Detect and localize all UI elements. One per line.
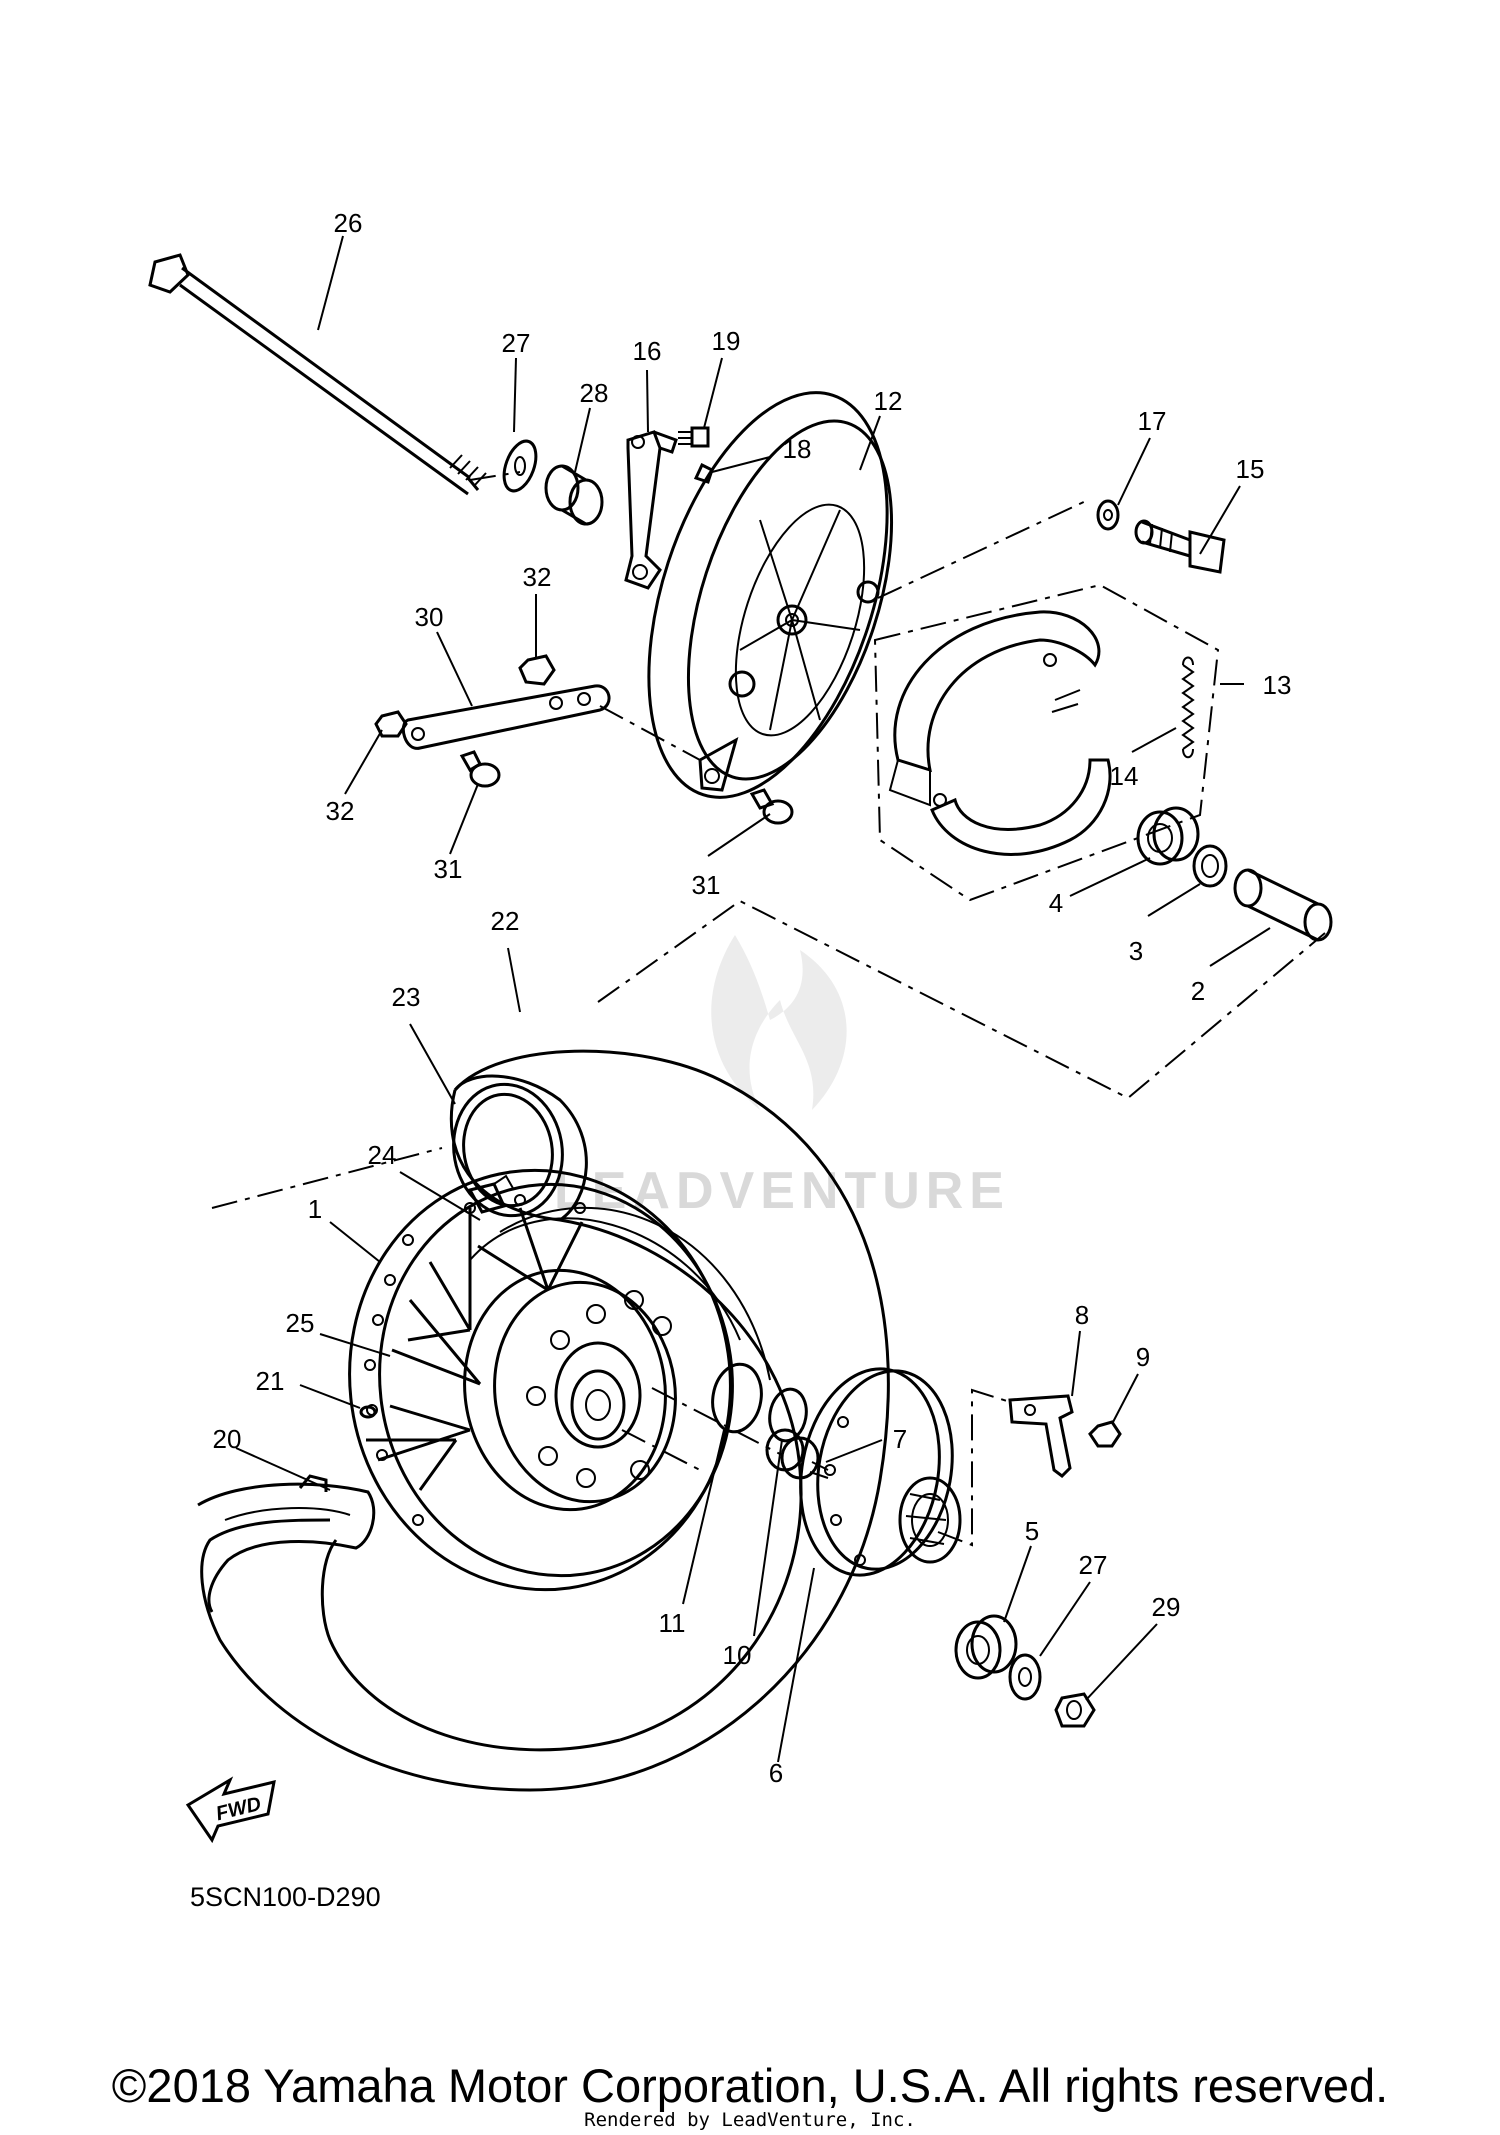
spring-14 [1181, 656, 1195, 759]
cam-lever-16 [624, 430, 678, 590]
guide-line-hub-collar [597, 899, 1326, 1100]
callout-20: 20 [213, 1424, 242, 1454]
callout-14: 14 [1110, 761, 1139, 791]
bolt-21 [359, 1405, 377, 1419]
callout-6: 6 [769, 1758, 783, 1788]
nut-29 [1054, 1692, 1096, 1728]
sprocket-hub-6 [799, 1367, 962, 1577]
bearing-5 [954, 1614, 1018, 1680]
callout-24: 24 [368, 1140, 397, 1170]
callout-28: 28 [580, 378, 609, 408]
callout-19: 19 [712, 326, 741, 356]
callout-4-right: 4 [1049, 888, 1063, 918]
callout-32-upper: 32 [523, 562, 552, 592]
callout-9: 9 [1136, 1342, 1150, 1372]
callout-27-bottom: 27 [1079, 1550, 1108, 1580]
callout-2: 2 [1191, 976, 1205, 1006]
rim-1 [348, 1168, 734, 1592]
washer-17 [1096, 499, 1120, 531]
callout-31-right: 31 [692, 870, 721, 900]
bearing-4-right [1136, 806, 1200, 866]
hub [463, 1268, 677, 1512]
nut-32-upper [518, 654, 556, 686]
oil-seal-3 [1192, 844, 1228, 888]
nut-32-left [374, 710, 408, 738]
indicator-18 [693, 462, 714, 484]
fwd-arrow-icon [185, 1776, 276, 1844]
washer-27-bottom [1008, 1653, 1042, 1701]
o-ring-11 [711, 1362, 763, 1434]
rim-band-23 [452, 1074, 588, 1222]
washer-27-top [502, 439, 538, 493]
guide-line-7 [651, 1387, 783, 1456]
copyright-notice: ©2018 Yamaha Motor Corporation, U.S.A. A… [112, 2059, 1388, 2112]
spokes-25 [366, 1207, 584, 1491]
tension-bar-30 [401, 684, 611, 750]
callout-22: 22 [491, 906, 520, 936]
guide-line-axle-hub [621, 1429, 701, 1471]
collar-2 [1233, 868, 1333, 942]
callout-3: 3 [1129, 936, 1143, 966]
rendered-by-notice: Rendered by LeadVenture, Inc. [584, 2109, 916, 2131]
callout-13: 13 [1263, 670, 1292, 700]
diagram-code: 5SCN100-D290 [190, 1882, 381, 1912]
guide-line-sprocket [937, 1388, 1011, 1547]
callout-29: 29 [1152, 1592, 1181, 1622]
callout-1: 1 [308, 1194, 322, 1224]
callout-11: 11 [659, 1608, 686, 1638]
watermark-logo [711, 935, 847, 1110]
callout-8: 8 [1075, 1300, 1089, 1330]
plate-8 [1008, 1394, 1074, 1478]
callout-5: 5 [1025, 1516, 1039, 1546]
brake-shoes-13 [888, 610, 1112, 856]
callout-16: 16 [633, 336, 662, 366]
callout-25: 25 [286, 1308, 315, 1338]
tube-20 [197, 1474, 376, 1613]
tire-22 [200, 1049, 890, 1792]
guide-line-top [469, 471, 521, 481]
o-ring-10 [768, 1387, 808, 1443]
leader-lines [235, 235, 1271, 1763]
brake-shoe-kit-outline [873, 583, 1220, 902]
callout-27-top: 27 [502, 328, 531, 358]
callout-18: 18 [783, 434, 812, 464]
camshaft-15 [1134, 519, 1226, 574]
guide-line-30-12 [599, 705, 701, 761]
callout-7: 7 [893, 1424, 907, 1454]
collar-28 [544, 464, 604, 526]
rim-lock-24 [467, 1174, 515, 1214]
bolt-31-right [749, 788, 794, 825]
callout-31-left: 31 [434, 854, 463, 884]
nut-9 [1088, 1420, 1122, 1448]
watermark-text: LEADVENTURE [554, 1162, 1010, 1220]
callout-15: 15 [1236, 454, 1265, 484]
callout-17: 17 [1138, 406, 1167, 436]
brake-shoe-plate-12 [647, 391, 894, 799]
bolt-31-left [459, 750, 501, 788]
callout-30: 30 [415, 602, 444, 632]
bolt-19 [678, 426, 710, 448]
fwd-label: FWD [214, 1793, 264, 1825]
axle-shaft [148, 253, 487, 496]
guide-line-12-17 [877, 499, 1089, 599]
callout-26: 26 [334, 208, 363, 238]
callout-12: 12 [874, 386, 903, 416]
callout-21: 21 [256, 1366, 285, 1396]
guide-line-wheel [211, 1147, 443, 1209]
callout-23: 23 [392, 982, 421, 1012]
callout-32-left: 32 [326, 796, 355, 826]
callout-10: 10 [723, 1640, 752, 1670]
